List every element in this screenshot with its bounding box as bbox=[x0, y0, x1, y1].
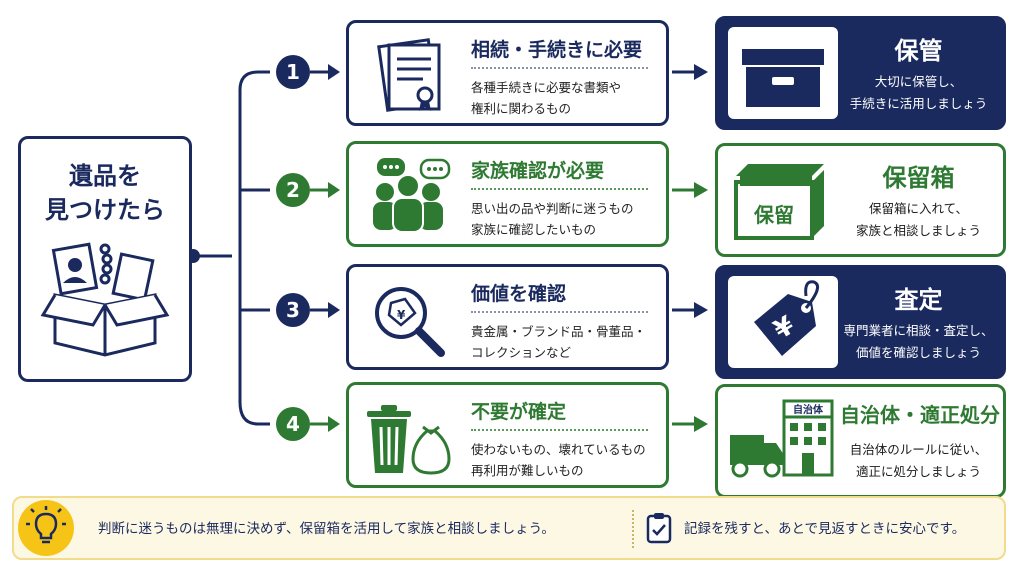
trash-bin-bag-icon bbox=[367, 405, 451, 475]
step-1-title: 相続・手続きに必要 bbox=[471, 39, 643, 61]
result-hold-box-card: 保留 保留箱 保留箱に入れて、 家族と相談しましょう bbox=[715, 143, 1006, 257]
step-4-desc: 使わないもの、壊れているもの 再利用が難しいもの bbox=[471, 442, 646, 478]
step-1-badge: 1 bbox=[276, 55, 310, 89]
step-3-card: ¥ 価値を確認 貴金属・ブランド品・骨董品・ コレクションなど bbox=[346, 264, 669, 370]
result-3-title: 査定 bbox=[894, 286, 943, 314]
result-3-desc: 専門業者に相談・査定し、 価値を確認しましょう bbox=[843, 323, 994, 360]
truck-building-icon: 自治体 bbox=[726, 395, 836, 487]
document-certificate-icon bbox=[377, 38, 441, 112]
tip-text-record: 記録を残すと、あとで見返すときに安心です。 bbox=[684, 521, 966, 537]
step-2-desc: 思い出の品や判断に迷うもの 家族に確認したいもの bbox=[471, 201, 634, 237]
step-2-title: 家族確認が必要 bbox=[471, 160, 605, 182]
result-1-desc: 大切に保管し、 手続きに活用しましょう bbox=[849, 74, 988, 111]
step-4-title: 不要が確定 bbox=[471, 401, 567, 423]
divider bbox=[471, 188, 648, 190]
family-chat-icon bbox=[373, 158, 451, 233]
step-2-card: 家族確認が必要 思い出の品や判断に迷うもの 家族に確認したいもの bbox=[346, 141, 669, 247]
building-label: 自治体 bbox=[793, 403, 824, 416]
result-4-desc: 自治体のルールに従い、 適正に処分しましょう bbox=[849, 442, 988, 479]
tip-bar: 判断に迷うものは無理に決めず、保留箱を活用して家族と相談しましょう。 記録を残す… bbox=[12, 496, 1006, 560]
result-2-desc: 保留箱に入れて、 家族と相談しましょう bbox=[855, 201, 981, 238]
hold-box-icon-label: 保留 bbox=[753, 203, 794, 227]
svg-text:¥: ¥ bbox=[397, 308, 406, 322]
result-appraisal-card: ¥ 査定 専門業者に相談・査定し、 価値を確認しましょう bbox=[715, 265, 1006, 379]
divider bbox=[471, 67, 648, 69]
step-4-badge: 4 bbox=[276, 407, 310, 441]
step-3-desc: 貴金属・ブランド品・骨董品・ コレクションなど bbox=[471, 324, 647, 360]
hold-box-icon: 保留 bbox=[726, 154, 836, 246]
start-title: 遺品を 見つけたら bbox=[45, 162, 165, 224]
result-2-title: 保留箱 bbox=[882, 164, 955, 192]
box-of-keepsakes-icon bbox=[40, 242, 170, 357]
yen-price-tag-icon: ¥ bbox=[728, 276, 838, 368]
divider bbox=[471, 429, 648, 431]
result-storage-card: 保管 大切に保管し、 手続きに活用しましょう bbox=[715, 16, 1006, 130]
result-1-title: 保管 bbox=[894, 37, 943, 65]
step-4-card: 不要が確定 使わないもの、壊れているもの 再利用が難しいもの bbox=[346, 382, 669, 488]
start-box: 遺品を 見つけたら bbox=[18, 136, 192, 382]
step-1-desc: 各種手続きに必要な書類や 権利に関わるもの bbox=[471, 80, 622, 116]
tip-text-hold-box: 判断に迷うものは無理に決めず、保留箱を活用して家族と相談しましょう。 bbox=[98, 521, 555, 537]
result-4-title: 自治体・適正処分 bbox=[840, 403, 1000, 427]
step-1-card: 相続・手続きに必要 各種手続きに必要な書類や 権利に関わるもの bbox=[346, 20, 669, 126]
lightbulb-icon bbox=[18, 500, 74, 556]
step-3-title: 価値を確認 bbox=[471, 283, 567, 305]
divider bbox=[471, 311, 648, 313]
price-tag-magnifier-icon: ¥ bbox=[375, 287, 445, 357]
step-2-badge: 2 bbox=[276, 173, 310, 207]
clipboard-check-icon bbox=[646, 513, 672, 544]
step-3-badge: 3 bbox=[276, 293, 310, 327]
storage-box-icon bbox=[728, 27, 838, 119]
result-disposal-card: 自治体 自治体・適正処分 自治体のルールに従い、 適正に処分しましょう bbox=[715, 384, 1006, 498]
tip-divider bbox=[632, 510, 634, 548]
